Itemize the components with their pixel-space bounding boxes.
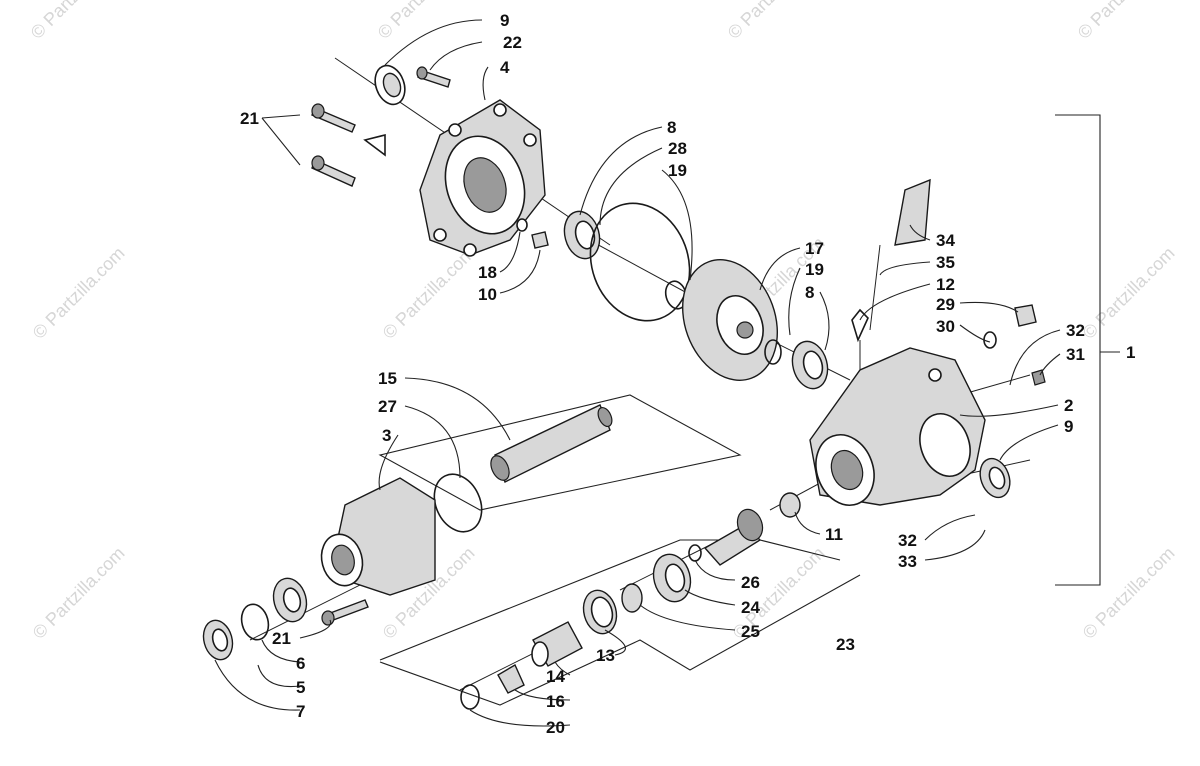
watermark: © Partzilla.com [1079, 243, 1179, 343]
bolts [311, 66, 451, 626]
callout-28: 28 [668, 139, 687, 158]
watermark: © Partzilla.com [379, 243, 479, 343]
watermark: © Partzilla.com [724, 0, 824, 43]
callout-5: 5 [296, 678, 305, 697]
callout-32-top: 32 [1066, 321, 1085, 340]
callout-1: 1 [1126, 343, 1135, 362]
callout-24: 24 [741, 598, 760, 617]
callout-16: 16 [546, 692, 565, 711]
vent-boot [851, 178, 931, 343]
callout-29: 29 [936, 295, 955, 314]
ring-gear [681, 259, 779, 381]
callout-9-right: 9 [1064, 417, 1073, 436]
callout-8-top: 8 [667, 118, 676, 137]
seal-right [979, 457, 1011, 499]
callout-35: 35 [936, 253, 955, 272]
o-ring-shaft [433, 473, 483, 533]
bearing-second [764, 339, 829, 390]
callout-7: 7 [296, 702, 305, 721]
drive-shaft [490, 404, 613, 483]
watermark: © Partzilla.com [27, 0, 127, 43]
watermark: © Partzilla.com [1079, 543, 1179, 643]
callout-21-top: 21 [240, 109, 259, 128]
callout-2: 2 [1064, 396, 1073, 415]
pinion-bearings [582, 553, 692, 635]
callout-11: 11 [825, 525, 843, 544]
sleeve-spring [460, 621, 583, 710]
callout-22: 22 [503, 33, 522, 52]
callout-3: 3 [382, 426, 391, 445]
front-bearing-seal [202, 577, 308, 661]
seal-top [374, 64, 406, 106]
callout-17: 17 [805, 239, 824, 258]
plug-washer [983, 304, 1046, 386]
washer-nut [363, 133, 549, 249]
callout-27: 27 [378, 397, 397, 416]
cover-plate [419, 99, 546, 257]
callout-30: 30 [936, 317, 955, 336]
callout-19-top: 19 [668, 161, 687, 180]
shaft-group-frame [378, 394, 742, 511]
callout-20: 20 [546, 718, 565, 737]
callout-34: 34 [936, 231, 955, 250]
callout-33: 33 [898, 552, 917, 571]
callout-25: 25 [741, 622, 760, 641]
watermark: © Partzilla.com [29, 543, 129, 643]
callout-6: 6 [296, 654, 305, 673]
watermark: © Partzilla.com [374, 0, 474, 43]
watermark: © Partzilla.com [29, 243, 129, 343]
watermarks: © Partzilla.com © Partzilla.com © Partzi… [27, 0, 1179, 643]
callout-19-mid: 19 [805, 260, 824, 279]
callout-12: 12 [936, 275, 955, 294]
callout-26: 26 [741, 573, 760, 592]
callout-23: 23 [836, 635, 855, 654]
callout-31: 31 [1066, 345, 1085, 364]
o-ring-large [589, 202, 691, 322]
callout-8-mid: 8 [805, 283, 814, 302]
callout-18: 18 [478, 263, 497, 282]
callout-9-top: 9 [500, 11, 509, 30]
callout-14: 14 [546, 667, 565, 686]
coupler-housing [320, 477, 436, 596]
callout-21-bottom: 21 [272, 629, 291, 648]
callout-15: 15 [378, 369, 397, 388]
callout-10: 10 [478, 285, 497, 304]
callout-4: 4 [500, 58, 510, 77]
watermark: © Partzilla.com [1074, 0, 1174, 43]
housing [809, 347, 986, 506]
assembly-bracket [1055, 114, 1120, 586]
callout-32-bottom: 32 [898, 531, 917, 550]
callout-13: 13 [596, 646, 615, 665]
leader-lines [214, 19, 1061, 727]
pinion-gear [688, 492, 801, 566]
callout-labels: 9 22 4 21 8 28 19 18 10 17 19 8 34 35 12… [240, 11, 1135, 737]
